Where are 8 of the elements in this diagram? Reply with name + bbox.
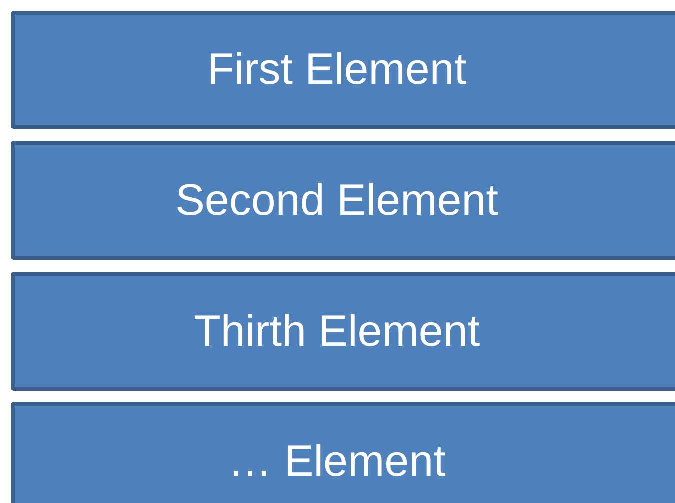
element-bar: [11, 11, 675, 129]
element-label: First Element: [207, 45, 467, 95]
element-bar: [11, 141, 675, 260]
element-label: … Element: [228, 437, 446, 487]
element-bar: [11, 272, 675, 391]
element-label: Thirth Element: [194, 306, 480, 356]
element-bar: [11, 402, 675, 503]
element-label: Second Element: [176, 176, 498, 226]
